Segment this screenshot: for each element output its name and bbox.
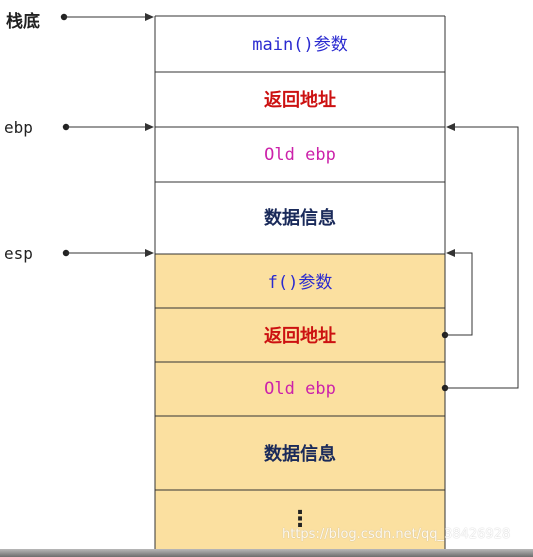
f-data-label: 数据信息 bbox=[264, 443, 336, 465]
f-frame-region bbox=[155, 254, 445, 551]
f-old-ebp-label: Old ebp bbox=[264, 379, 336, 399]
bottom-shadow-band bbox=[0, 549, 533, 557]
main-frame-region bbox=[155, 16, 445, 254]
f-return-address-label: 返回地址 bbox=[264, 325, 336, 347]
main-old-ebp-label: Old ebp bbox=[264, 145, 336, 165]
saved-ebp-link-arrow bbox=[445, 123, 519, 389]
f-params-label: f()参数 bbox=[268, 273, 333, 293]
main-params-label: main()参数 bbox=[252, 35, 347, 55]
main-return-address-label: 返回地址 bbox=[264, 89, 336, 111]
ebp-label: ebp bbox=[4, 118, 33, 137]
continuation-ellipsis: ⋮ bbox=[289, 507, 311, 532]
watermark-text: https://blog.csdn.net/qq_38426928 bbox=[282, 527, 511, 542]
main-data-label: 数据信息 bbox=[264, 207, 336, 229]
return-address-link-arrow bbox=[445, 249, 473, 336]
esp-label: esp bbox=[4, 244, 33, 263]
stack-bottom-label: 栈底 bbox=[6, 11, 40, 32]
